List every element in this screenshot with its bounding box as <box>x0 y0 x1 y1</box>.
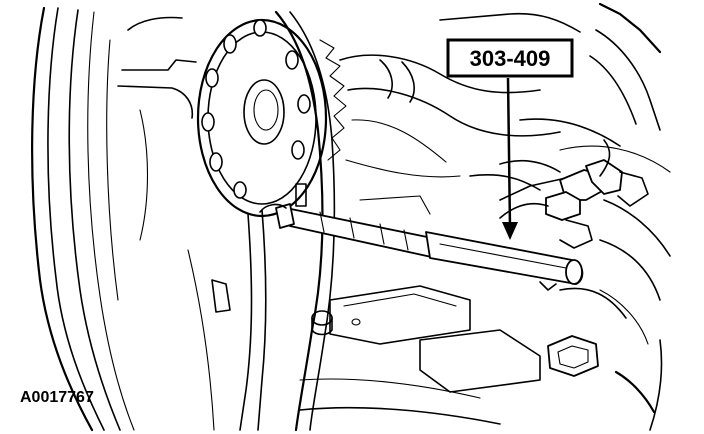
figure-id: A0017767 <box>20 389 94 406</box>
engine-block <box>187 10 561 432</box>
crankshaft-sprocket <box>196 18 347 218</box>
bolt-head <box>547 335 599 377</box>
flexplate <box>31 6 197 432</box>
callout: 303-409 <box>446 38 574 240</box>
callout-leader <box>506 77 512 229</box>
sensor-connectors <box>499 139 649 249</box>
callout-arrowhead <box>502 222 518 240</box>
callout-label: 303-409 <box>470 46 551 71</box>
callout-box <box>446 38 574 78</box>
tool <box>259 183 584 291</box>
cylinder-head <box>439 2 671 431</box>
